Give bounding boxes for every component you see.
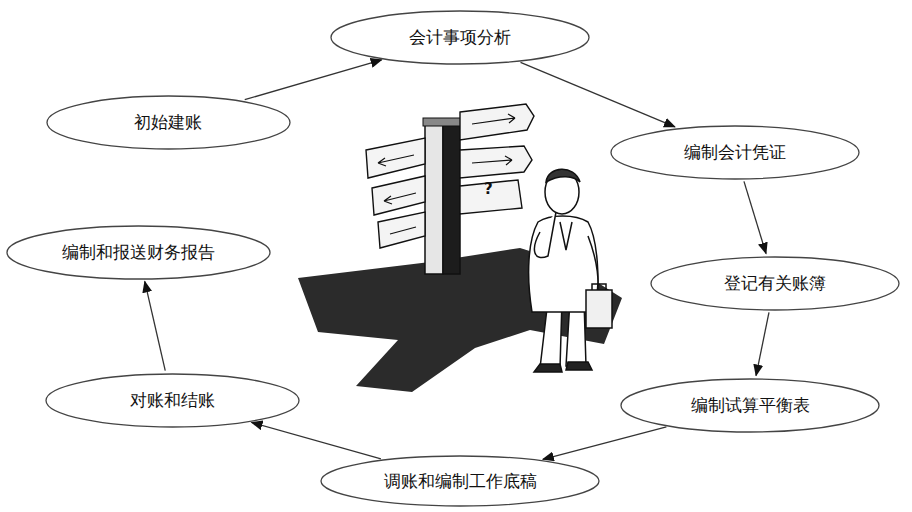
- step-label: 编制和报送财务报告: [62, 241, 215, 264]
- process-ellipse: 编制和报送财务报告: [6, 225, 271, 280]
- signs-left: [366, 138, 425, 248]
- flow-arrow: [543, 427, 667, 459]
- signpost-cap: [423, 118, 462, 126]
- flow-arrow: [744, 181, 766, 253]
- step-label: 调账和编制工作底稿: [384, 470, 537, 493]
- step-label: 登记有关账簿: [724, 272, 826, 295]
- sign-arrows: [472, 114, 515, 165]
- process-ellipse: 调账和编制工作底稿: [320, 455, 600, 507]
- flow-arrow: [245, 60, 382, 100]
- thinking-man: [529, 169, 612, 372]
- process-ellipse: 对账和结账: [45, 373, 300, 428]
- signpost-pole-shade: [443, 124, 460, 274]
- signpost-pole: [425, 124, 443, 274]
- flow-arrow: [145, 281, 165, 370]
- flow-arrow: [756, 312, 769, 375]
- step-label: 会计事项分析: [409, 26, 511, 49]
- process-ellipse: 编制试算平衡表: [620, 378, 880, 433]
- step-label: 编制会计凭证: [684, 141, 786, 164]
- step-label: 初始建账: [134, 111, 202, 134]
- step-label: 对账和结账: [130, 389, 215, 412]
- process-ellipse: 登记有关账簿: [650, 256, 900, 311]
- process-ellipse: 编制会计凭证: [610, 125, 860, 180]
- sign-arrows: [378, 155, 416, 234]
- flow-arrow: [252, 422, 381, 458]
- sign-question-mark: ?: [484, 180, 493, 198]
- signs-right: [460, 104, 534, 214]
- step-label: 编制试算平衡表: [691, 394, 810, 417]
- flow-arrow: [521, 62, 675, 127]
- process-ellipse: 会计事项分析: [330, 10, 590, 65]
- process-ellipse: 初始建账: [46, 95, 291, 150]
